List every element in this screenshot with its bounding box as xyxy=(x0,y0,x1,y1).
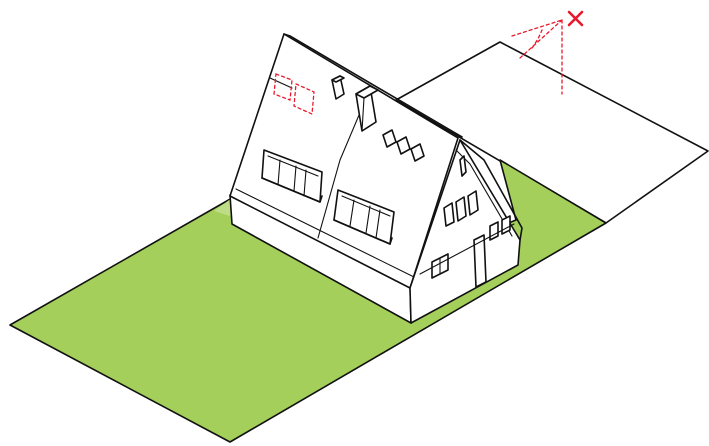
dormer-left xyxy=(261,149,323,203)
gable-wall xyxy=(409,139,521,324)
roof-skylights xyxy=(382,129,425,162)
gable-upper-windows xyxy=(443,190,479,227)
roof-openings-outline xyxy=(273,73,315,115)
large-chimney xyxy=(355,85,379,132)
small-chimney xyxy=(331,75,345,100)
ground-window xyxy=(431,253,449,279)
roof-eave-line xyxy=(235,188,415,278)
gable-roof-edge xyxy=(459,139,523,241)
cross-mark-icon xyxy=(567,10,584,27)
roof-seam xyxy=(317,107,363,239)
house xyxy=(229,33,523,324)
gable-floor-line xyxy=(419,223,515,275)
gable-attic-window xyxy=(459,155,467,177)
dormer-right xyxy=(333,189,395,245)
ridge-cap xyxy=(269,77,293,89)
viewpoint-angle xyxy=(511,19,563,95)
gable-roof-edge-inner xyxy=(455,149,513,237)
front-door xyxy=(473,234,487,288)
roof-ridge xyxy=(283,33,463,138)
